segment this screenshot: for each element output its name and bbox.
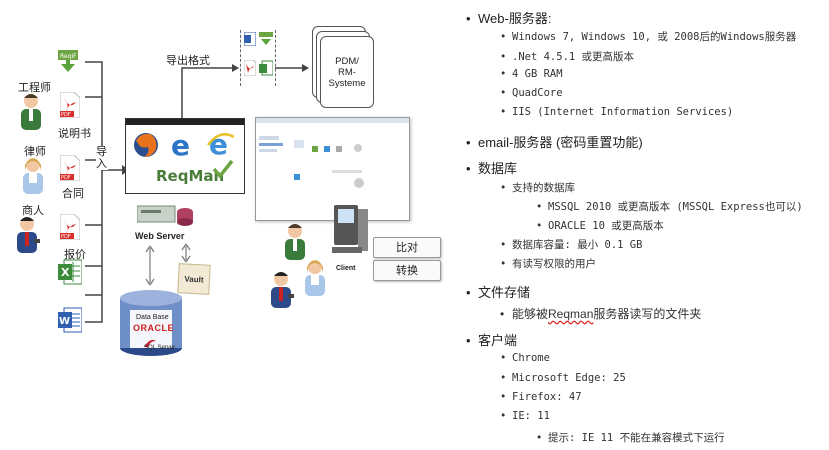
reqman-server-box: e e ReqMan (125, 118, 245, 194)
reqman-logo-text: ReqMan (156, 167, 225, 185)
reqif-icon: ReqIF (58, 50, 78, 76)
businessman-label: 商人 (22, 205, 44, 217)
pdm-system-box: PDM/ RM- Systeme (320, 36, 374, 108)
pdm-system-label: PDM/ RM- Systeme (328, 55, 366, 89)
contract-label: 合同 (62, 188, 84, 200)
firefox-icon (132, 131, 160, 164)
screenshot-content (294, 140, 404, 210)
web-server-item: •4 GB RAM (500, 68, 563, 80)
lawyer-label: 律师 (24, 146, 46, 158)
web-server-item: •Windows 7, Windows 10, 或 2008后的Windows服… (500, 31, 797, 43)
import-label: 导入 (96, 146, 108, 170)
vault-label: Vault (184, 274, 204, 285)
database-item: •有读写权限的用户 (500, 258, 596, 270)
svg-text:PDF: PDF (61, 234, 71, 240)
pdf-icon: PDF (59, 154, 81, 182)
client-label: Client (336, 265, 356, 272)
database-supported-heading: •支持的数据库 (500, 182, 575, 194)
web-server-item: •.Net 4.5.1 或更高版本 (500, 51, 635, 63)
database-label: Data Base (136, 314, 169, 321)
client-hint: •提示: IE 11 不能在兼容模式下运行 (536, 432, 725, 444)
web-server-item: •IIS (Internet Information Services) (500, 106, 734, 118)
client-item: •Chrome (500, 352, 550, 364)
quote-label: 报价 (64, 249, 86, 261)
word-icon (243, 31, 257, 51)
convert-box: 转换 (373, 260, 441, 281)
svg-text:W: W (59, 316, 70, 327)
lawyer-person-icon (20, 156, 46, 196)
requirements-list: •Web-服务器: •Windows 7, Windows 10, 或 2008… (460, 0, 829, 450)
client-person-icon (268, 270, 294, 310)
client-person-icon (282, 222, 308, 262)
web-server-item: •QuadCore (500, 87, 563, 99)
email-heading: •email-服务器 (密码重置功能) (466, 135, 643, 150)
svg-text:ReqIF: ReqIF (60, 53, 77, 60)
export-format-label: 导出格式 (166, 55, 210, 67)
pdf-icon: PDF (59, 91, 81, 119)
manual-label: 说明书 (58, 128, 91, 140)
sqlserver-icon (144, 334, 156, 352)
reqman-check-icon (212, 159, 234, 184)
word-icon: W (58, 306, 83, 334)
client-person-icon (302, 258, 328, 298)
file-storage-heading: •文件存储 (466, 285, 531, 300)
engineer-label: 工程师 (18, 82, 51, 94)
database-supported-item: •MSSQL 2010 或更高版本 (MSSQL Express也可以) (536, 201, 803, 213)
sqlserver-label: SQL Server (144, 345, 176, 351)
server-icon (136, 200, 193, 235)
pdf-icon: PDF (59, 213, 81, 241)
svg-text:e: e (209, 129, 228, 159)
web-server-heading: •Web-服务器: (466, 11, 552, 26)
client-item: •Firefox: 47 (500, 391, 582, 403)
database-supported-item: •ORACLE 10 或更高版本 (536, 220, 664, 232)
connector-lines (85, 61, 309, 323)
reqman-box-header (126, 119, 244, 125)
edge-icon: e (170, 129, 196, 164)
architecture-diagram: 工程师 律师 商人 ReqIF PDF 说明书 PDF 合同 PDF 报价 X … (14, 26, 441, 363)
svg-text:e: e (171, 131, 190, 159)
screenshot-titlebar (256, 118, 409, 123)
computer-icon (330, 203, 370, 268)
reqman-logo: ReqMan (156, 167, 224, 185)
reqif-icon (259, 32, 273, 51)
file-storage-item: •能够被Reqman服务器读写的文件夹 (500, 307, 702, 321)
database-item: •数据库容量: 最小 0.1 GB (500, 239, 643, 251)
compare-box: 比对 (373, 237, 441, 258)
ie-icon: e (206, 128, 236, 164)
database-heading: •数据库 (466, 161, 518, 176)
client-item: •Microsoft Edge: 25 (500, 372, 626, 384)
oracle-logo: ORACLE (133, 323, 174, 333)
client-heading: •客户端 (466, 333, 518, 348)
pdf-icon (243, 59, 257, 81)
excel-icon (259, 60, 274, 81)
svg-text:PDF: PDF (61, 112, 71, 118)
excel-icon: X (58, 258, 83, 286)
screenshot-sidebar (259, 136, 287, 176)
reqman-app-screenshot (255, 117, 410, 221)
export-format-group (240, 30, 276, 86)
client-item: •IE: 11 (500, 410, 550, 422)
database-icon (118, 288, 184, 363)
web-server-label: Web Server (135, 231, 185, 241)
svg-text:X: X (61, 266, 70, 279)
businessman-person-icon (14, 215, 40, 255)
engineer-person-icon (18, 92, 44, 132)
svg-text:PDF: PDF (61, 175, 71, 181)
